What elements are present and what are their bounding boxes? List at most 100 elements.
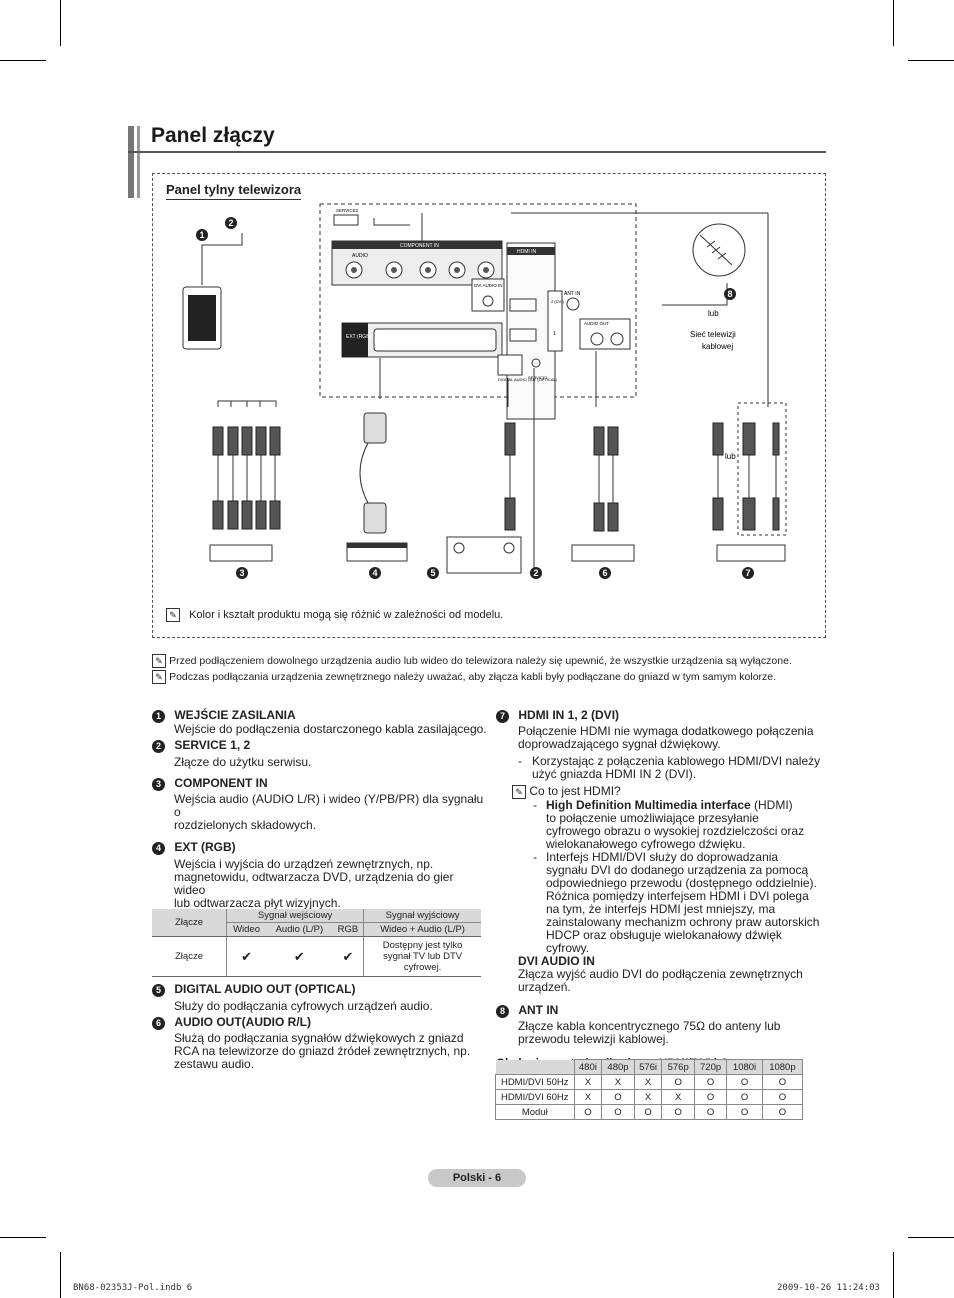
page-title: Panel złączy — [151, 124, 275, 147]
optical-port — [497, 354, 523, 376]
callout-number: 6 — [602, 568, 607, 578]
ext-rgb-label: EXT (RGB) — [346, 334, 372, 340]
right-column: 7 HDMI IN 1, 2 (DVI) Połączenie HDMI nie… — [496, 709, 826, 1072]
hdmi-in-label: HDMI IN — [517, 249, 537, 255]
modes-cell: O — [693, 1089, 728, 1105]
modes-cell: O — [693, 1074, 728, 1090]
modes-header: 480p — [601, 1059, 635, 1075]
audio-label: AUDIO — [352, 253, 368, 259]
crop-mark — [893, 0, 894, 46]
sub-bullet: -High Definition Multimedia interface (H… — [496, 799, 826, 812]
item-text: Co to jest HDMI? — [529, 784, 621, 798]
item-title: ANT IN — [518, 1003, 559, 1017]
modes-cell: O — [661, 1074, 695, 1090]
item-number: 7 — [496, 710, 509, 723]
modes-cell: X — [573, 1089, 603, 1105]
antenna-icon — [692, 223, 746, 277]
scart-plug — [363, 412, 387, 444]
spec-table: Złącze Sygnał wejściowy Sygnał wyjściowy… — [152, 909, 481, 977]
dvd-player-icon — [209, 544, 273, 562]
item-text: zainstalowany mechanizm ochrony praw aut… — [546, 915, 820, 929]
spec-cell-line: sygnał TV lub DTV — [383, 951, 463, 962]
modes-cell: O — [761, 1074, 804, 1090]
item-text: Służy do podłączania cyfrowych urządzeń … — [174, 999, 433, 1013]
item-text: wielokanałowego cyfrowego dźwięku. — [546, 837, 746, 851]
spec-cell-line: cyfrowej. — [403, 962, 442, 973]
modes-row: Moduł O O O O O O O — [495, 1104, 804, 1120]
modes-cell: X — [661, 1089, 695, 1105]
spec-header: Sygnał wyjściowy — [363, 909, 481, 923]
dvi-audio-in-label: DVI AUDIO IN — [474, 283, 503, 288]
item-text: Połączenie HDMI nie wymaga dodatkowego p… — [518, 724, 814, 738]
optical-label: DIGITAL AUDIO OUT (OPTICAL) — [498, 377, 558, 382]
crop-mark — [908, 60, 954, 61]
modes-header: 576i — [633, 1059, 663, 1075]
title-bar — [137, 126, 140, 198]
item-text: Interfejs HDMI/DVI służy do doprowadzani… — [546, 850, 779, 864]
bullet: -Korzystając z połączenia kablowego HDMI… — [496, 755, 826, 768]
item-number: 8 — [496, 1005, 509, 1018]
item-optical: 5 DIGITAL AUDIO OUT (OPTICAL) — [152, 983, 487, 997]
modes-corner — [495, 1059, 574, 1075]
left-column: 1 WEJŚCIE ZASILANIA Wejście do podłączen… — [152, 709, 487, 934]
item-number: 6 — [152, 1017, 165, 1030]
modes-cell: X — [633, 1074, 663, 1090]
print-meta-right: 2009-10-26 11:24:03 — [777, 1283, 880, 1293]
item-text: magnetowidu, odtwarzacza DVD, urządzenia… — [174, 870, 454, 897]
ant-in-label: ANT IN — [564, 291, 581, 297]
note-icon: ✎ — [166, 608, 180, 622]
spec-subheader: RGB — [332, 922, 365, 937]
item-hdmi: 7 HDMI IN 1, 2 (DVI) — [496, 709, 826, 723]
audio-out-block — [579, 318, 631, 350]
item-text: to połączenie umożliwiające przesyłanie — [546, 811, 759, 825]
page-number: Polski - 6 — [428, 1169, 526, 1187]
crop-mark — [908, 1237, 954, 1238]
title-bar — [128, 126, 134, 198]
item-ext: 4 EXT (RGB) — [152, 841, 487, 855]
model-note: ✎ Kolor i kształt produktu mogą się różn… — [166, 608, 503, 622]
modes-cell: O — [761, 1104, 804, 1120]
item-text: Wejście do podłączenia dostarczonego kab… — [174, 722, 487, 736]
callout-number: 5 — [430, 568, 435, 578]
modes-cell: X — [573, 1074, 603, 1090]
item-text: Złącze do użytku serwisu. — [174, 755, 312, 769]
modes-row: HDMI/DVI 50Hz X X X O O O O — [495, 1074, 804, 1090]
lub-label: lub — [725, 452, 736, 461]
ant-in-port — [566, 297, 580, 311]
item-number: 5 — [152, 984, 165, 997]
modes-cell: O — [726, 1074, 763, 1090]
hdmi-port-1-label: 1 — [553, 331, 556, 337]
note-icon: ✎ — [152, 654, 166, 668]
note-item: ✎ Podczas podłączania urządzenia zewnętr… — [152, 670, 832, 686]
item-component: 3 COMPONENT IN — [152, 777, 487, 791]
modes-header: 1080i — [726, 1059, 763, 1075]
item-text: High Definition Multimedia interface — [546, 798, 751, 812]
item-number: 1 — [152, 710, 165, 723]
crop-mark — [0, 1237, 46, 1238]
modes-cell: O — [601, 1089, 635, 1105]
lub-label: lub — [708, 309, 719, 318]
modes-cell: O — [726, 1089, 763, 1105]
modes-cell: O — [601, 1104, 635, 1120]
title-rule — [128, 151, 826, 153]
note-icon: ✎ — [152, 670, 166, 684]
modes-cell: X — [601, 1074, 635, 1090]
hdmi-note: ✎ Co to jest HDMI? — [496, 785, 826, 799]
modes-table: 480i 480p 576i 576p 720p 1080i 1080p HDM… — [495, 1059, 804, 1120]
model-note-text: Kolor i kształt produktu mogą się różnić… — [189, 609, 504, 621]
spec-subheader: Audio (L/P) — [266, 922, 333, 937]
print-meta-left: BN68-02353J-Pol.indb 6 — [73, 1283, 193, 1293]
modes-row: HDMI/DVI 60Hz X O X X O O O — [495, 1089, 804, 1105]
item-text: (HDMI) — [750, 798, 793, 812]
item-number: 3 — [152, 778, 165, 791]
item-title: DVI AUDIO IN — [518, 954, 595, 968]
component-in-label: COMPONENT IN — [400, 243, 439, 249]
modes-cell: X — [633, 1089, 663, 1105]
note-text: Podczas podłączania urządzenia zewnętrzn… — [169, 671, 777, 683]
modes-row-label: HDMI/DVI 50Hz — [495, 1074, 575, 1090]
hdmi-port-2-label: 2 (DVI) — [551, 299, 564, 304]
modes-cell: O — [726, 1104, 763, 1120]
item-text: Korzystając z połączenia kablowego HDMI/… — [532, 754, 821, 768]
crop-mark — [893, 1252, 894, 1298]
note-icon: ✎ — [512, 785, 526, 799]
